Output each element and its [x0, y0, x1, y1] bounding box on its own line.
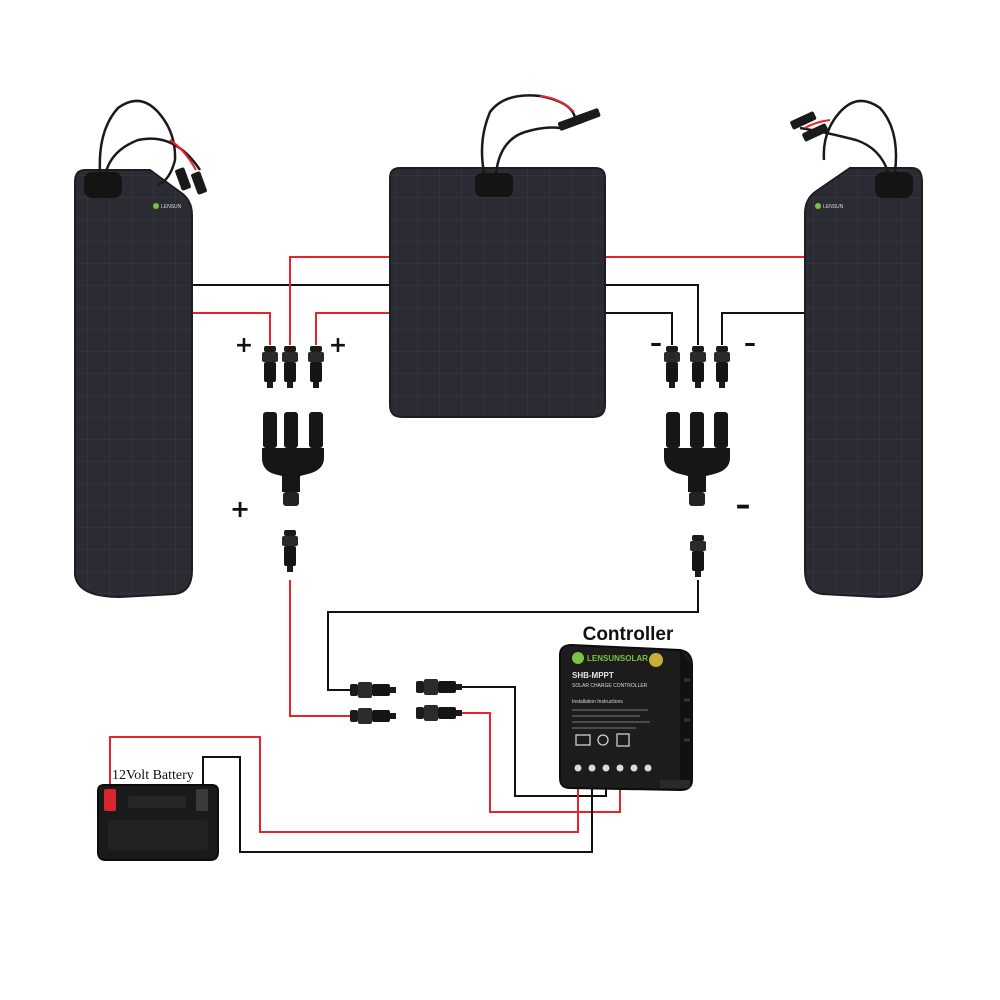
wire-right-panel-negative: [721, 312, 805, 345]
plus-sign-output: +: [230, 495, 250, 523]
certification-badge: [649, 653, 663, 667]
battery-negative-terminal: [196, 789, 208, 811]
battery-label: 12Volt Battery: [112, 768, 194, 783]
mc4-connector-icon: [416, 705, 462, 721]
mc4-connector-icon: [282, 346, 298, 388]
brand-dot: [153, 203, 159, 209]
wire-center-negative-b: [605, 312, 673, 345]
solar-panel-icon: [804, 167, 923, 599]
battery-status-icon: [575, 734, 591, 746]
charge-controller: LENSUNSOLAR SHB-MPPT SOLAR CHARGE CONTRO…: [559, 624, 693, 792]
mc4-connector-icon: [350, 682, 396, 698]
plus-sign-left: +: [235, 333, 253, 358]
terminal-load-positive: [644, 764, 652, 772]
wire-negative-trunk: [327, 580, 699, 691]
wire-positive-to-controller: [462, 712, 621, 813]
mc4-connector-icon: [690, 535, 706, 577]
solar-panel-right: LENSUN: [790, 99, 923, 599]
terminal-pv-positive: [616, 764, 624, 772]
negative-branch: [664, 346, 730, 577]
solar-panel-center: [389, 94, 606, 418]
panel-cable-right: [822, 99, 898, 173]
mc4-connector-icon: [308, 346, 324, 388]
y-branch-connector-icon: [262, 412, 324, 506]
controller-subtitle: SOLAR CHARGE CONTROLLER: [572, 683, 648, 689]
minus-sign-output: –: [736, 488, 751, 523]
terminal-block: [574, 764, 652, 772]
mounting-foot: [660, 780, 690, 788]
panel-cable-center: [480, 94, 577, 174]
y-branch-connector-icon: [664, 412, 730, 506]
junction-box: [475, 173, 513, 197]
panel-cable-center-2: [494, 126, 561, 174]
wire-center-negative: [605, 284, 699, 345]
terminal-pv-negative: [602, 764, 610, 772]
panel-brand-right: LENSUN: [823, 204, 844, 210]
plus-sign-right: +: [329, 333, 347, 358]
panel-connector-center-b: [573, 108, 601, 125]
panel-connector-right-a: [790, 111, 817, 130]
wire-battery-negative: [202, 756, 593, 853]
mc4-connector-icon: [350, 708, 396, 724]
solar-panel-icon: [74, 169, 193, 599]
mc4-connector-icon: [714, 346, 730, 388]
controller-heading: Installation Instructions: [572, 699, 623, 705]
mc4-connector-icon: [690, 346, 706, 388]
polarity-labels: + + + – – –: [230, 329, 756, 523]
instruction-lines: [572, 709, 650, 729]
mc4-connector-icon: [282, 530, 298, 572]
minus-sign-right: –: [744, 329, 756, 357]
brand-logo-icon: [572, 652, 584, 664]
controller-brand: LENSUNSOLAR: [587, 654, 648, 663]
brand-dot: [815, 203, 821, 209]
minus-sign-left: –: [650, 329, 662, 357]
inline-connectors: [350, 679, 462, 724]
battery: 12Volt Battery: [97, 768, 219, 861]
panel-status-icon: [616, 733, 630, 747]
load-status-icon: [597, 734, 609, 746]
panel-cable-center-red: [539, 95, 575, 113]
status-icons: [575, 733, 630, 747]
solar-panel-left: LENSUN: [74, 99, 207, 599]
panel-cable-left-red: [169, 139, 197, 171]
battery-handle: [128, 796, 186, 808]
terminal-battery-positive: [574, 764, 582, 772]
wire-positive-trunk: [289, 580, 350, 717]
solar-panel-icon: [389, 167, 606, 418]
battery-face: [108, 820, 208, 850]
positive-branch: [262, 346, 324, 572]
terminal-load-negative: [630, 764, 638, 772]
controller-model: SHB-MPPT: [572, 671, 614, 680]
mc4-connector-icon: [416, 679, 462, 695]
panel-cable-left: [98, 99, 177, 187]
junction-box: [84, 172, 122, 198]
battery-positive-terminal: [104, 789, 116, 811]
terminal-battery-negative: [588, 764, 596, 772]
wire-center-positive-b: [315, 312, 390, 345]
panel-cable-right-red: [804, 119, 831, 129]
panel-connector-right-b: [802, 123, 829, 142]
panel-connector-left-a: [175, 167, 191, 191]
wire-battery-positive: [109, 736, 579, 833]
wire-left-panel-positive: [190, 312, 271, 345]
mc4-connector-icon: [664, 346, 680, 388]
wires: [109, 256, 805, 853]
panel-brand-left: LENSUN: [161, 204, 182, 210]
junction-box: [875, 172, 913, 198]
controller-label: Controller: [583, 624, 674, 645]
mc4-connector-icon: [262, 346, 278, 388]
panel-connector-left-b: [191, 171, 207, 195]
wire-center-positive: [289, 256, 390, 345]
